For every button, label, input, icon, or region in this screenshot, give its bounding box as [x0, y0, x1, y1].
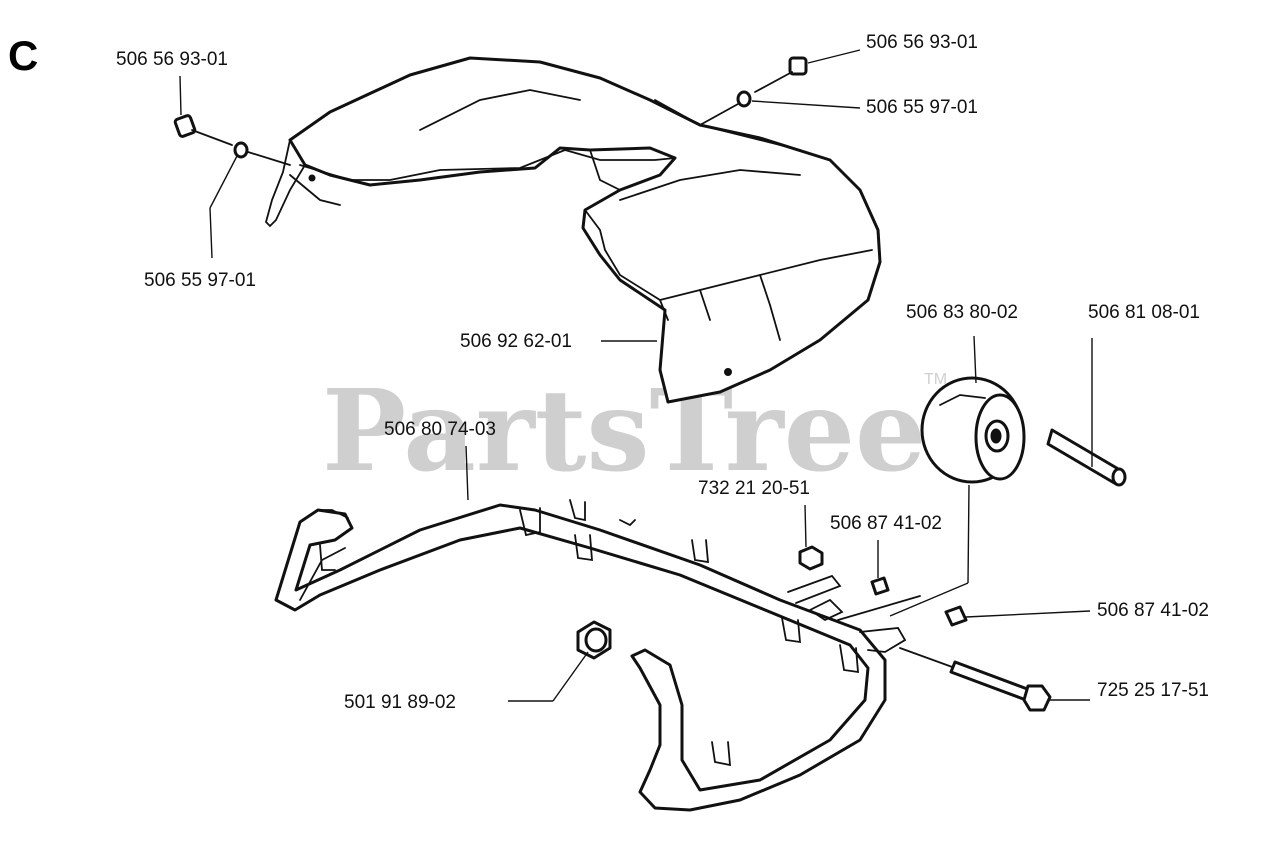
label-frame: 506 80 74-03	[384, 419, 496, 440]
label-guard: 506 92 62-01	[460, 331, 572, 352]
spacer-right-drawing	[944, 605, 968, 627]
label-bolt: 725 25 17-51	[1097, 680, 1209, 701]
label-wheel: 506 83 80-02	[906, 302, 1018, 323]
label-spacer-right: 506 87 41-02	[1097, 600, 1209, 621]
left-screw-washer-drawing	[173, 114, 291, 166]
label-nut-right: 506 56 93-01	[866, 32, 978, 53]
part-labels: 506 56 93-01 506 55 97-01 506 56 93-01 5…	[116, 32, 1209, 713]
frame-drawing	[274, 499, 907, 812]
right-screw-washer-drawing	[699, 56, 808, 126]
leader-lines	[179, 49, 1093, 702]
section-letter: C	[8, 32, 38, 79]
label-bushing: 501 91 89-02	[344, 692, 456, 713]
label-washer-right: 506 55 97-01	[866, 97, 978, 118]
label-nut-left: 506 56 93-01	[116, 49, 228, 70]
wheel-drawing	[920, 376, 1026, 484]
watermark-trademark: TM	[924, 371, 947, 388]
watermark-text: PartsTree	[322, 366, 926, 497]
label-spacer-upper: 506 87 41-02	[830, 513, 942, 534]
bolt-drawing	[899, 647, 1052, 712]
guard-cover-drawing	[264, 56, 882, 404]
watermark: PartsTree TM	[322, 366, 947, 497]
bushing-drawing	[576, 620, 612, 660]
label-axle: 506 81 08-01	[1088, 302, 1200, 323]
locknut-drawing	[787, 545, 842, 604]
label-washer-left: 506 55 97-01	[144, 270, 256, 291]
axle-pin-drawing	[1046, 428, 1127, 487]
spacer-upper-drawing	[837, 576, 921, 621]
label-locknut: 732 21 20-51	[698, 478, 810, 499]
